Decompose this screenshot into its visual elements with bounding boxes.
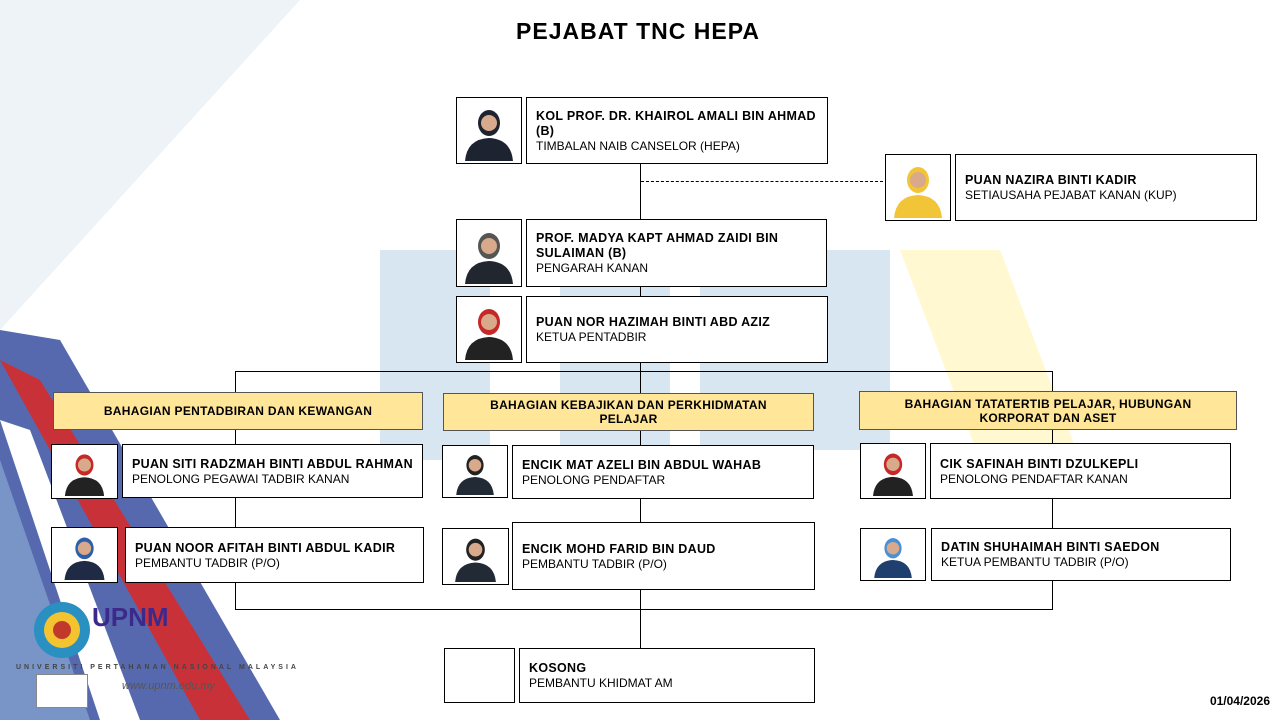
person-position: PENGARAH KANAN xyxy=(536,261,649,275)
person-card: PROF. MADYA KAPT AHMAD ZAIDI BIN SULAIMA… xyxy=(526,219,827,287)
upnm-logo: UPNM UNIVERSITI PERTAHANAN NASIONAL MALA… xyxy=(16,598,296,713)
division-header: BAHAGIAN KEBAJIKAN DAN PERKHIDMATAN PELA… xyxy=(443,393,814,431)
dashed-connector xyxy=(641,181,883,182)
person-photo xyxy=(442,528,509,585)
person-position: PEMBANTU TADBIR (P/O) xyxy=(522,556,667,571)
website-text: www.upnm.edu.my xyxy=(122,680,215,692)
connector-line xyxy=(640,287,641,297)
person-name: PUAN NOR HAZIMAH BINTI ABD AZIZ xyxy=(536,315,771,329)
person-card: KOL PROF. DR. KHAIROL AMALI BIN AHMAD (B… xyxy=(526,97,828,164)
person-name: CIK SAFINAH BINTI DZULKEPLI xyxy=(940,456,1139,471)
person-name: ENCIK MOHD FARID BIN DAUD xyxy=(522,541,716,556)
date: 01/04/2026 xyxy=(1209,694,1270,708)
brand-text: UPNM xyxy=(92,602,169,632)
person-photo xyxy=(885,154,951,221)
person-name: PROF. MADYA KAPT AHMAD ZAIDI BIN SULAIMA… xyxy=(536,231,779,260)
division-header: BAHAGIAN TATATERTIB PELAJAR, HUBUNGAN KO… xyxy=(859,391,1237,430)
person-name: ENCIK MAT AZELI BIN ABDUL WAHAB xyxy=(522,457,762,472)
person-position: PEMBANTU KHIDMAT AM xyxy=(529,676,673,690)
person-position: KETUA PENTADBIR xyxy=(536,330,647,344)
person-name: PUAN NOOR AFITAH BINTI ABDUL KADIR xyxy=(135,540,396,555)
page-title: PEJABAT TNC HEPA xyxy=(516,18,760,44)
person-name: KOSONG xyxy=(529,661,587,675)
connector-line xyxy=(640,363,641,648)
person-position: PENOLONG PENDAFTAR KANAN xyxy=(940,471,1128,486)
connector-line xyxy=(640,164,641,220)
certification-badge xyxy=(36,674,88,708)
person-photo xyxy=(860,443,926,499)
person-photo xyxy=(456,219,522,287)
university-name: UNIVERSITI PERTAHANAN NASIONAL MALAYSIA xyxy=(16,664,299,671)
person-position: SETIAUSAHA PEJABAT KANAN (KUP) xyxy=(965,188,1177,202)
person-position: PENOLONG PEGAWAI TADBIR KANAN xyxy=(132,471,350,486)
person-position: TIMBALAN NAIB CANSELOR (HEPA) xyxy=(536,138,740,153)
connector-line xyxy=(235,609,1053,610)
person-photo xyxy=(51,444,118,499)
person-position: PENOLONG PENDAFTAR xyxy=(522,472,666,487)
person-photo xyxy=(860,528,926,581)
person-position: KETUA PEMBANTU TADBIR (P/O) xyxy=(941,555,1129,569)
person-name: PUAN SITI RADZMAH BINTI ABDUL RAHMAN xyxy=(132,456,413,471)
person-photo xyxy=(456,296,522,363)
person-photo xyxy=(442,445,508,498)
empty-photo-placeholder xyxy=(444,648,515,703)
person-name: PUAN NAZIRA BINTI KADIR xyxy=(965,173,1137,187)
person-photo xyxy=(51,527,118,583)
university-crest-icon xyxy=(34,602,90,658)
person-name: KOL PROF. DR. KHAIROL AMALI BIN AHMAD (B… xyxy=(536,108,816,138)
person-position: PEMBANTU TADBIR (P/O) xyxy=(135,555,280,570)
connector-line xyxy=(235,371,1053,372)
person-name: DATIN SHUHAIMAH BINTI SAEDON xyxy=(941,540,1160,554)
division-header: BAHAGIAN PENTADBIRAN DAN KEWANGAN xyxy=(53,392,423,430)
person-photo xyxy=(456,97,522,164)
